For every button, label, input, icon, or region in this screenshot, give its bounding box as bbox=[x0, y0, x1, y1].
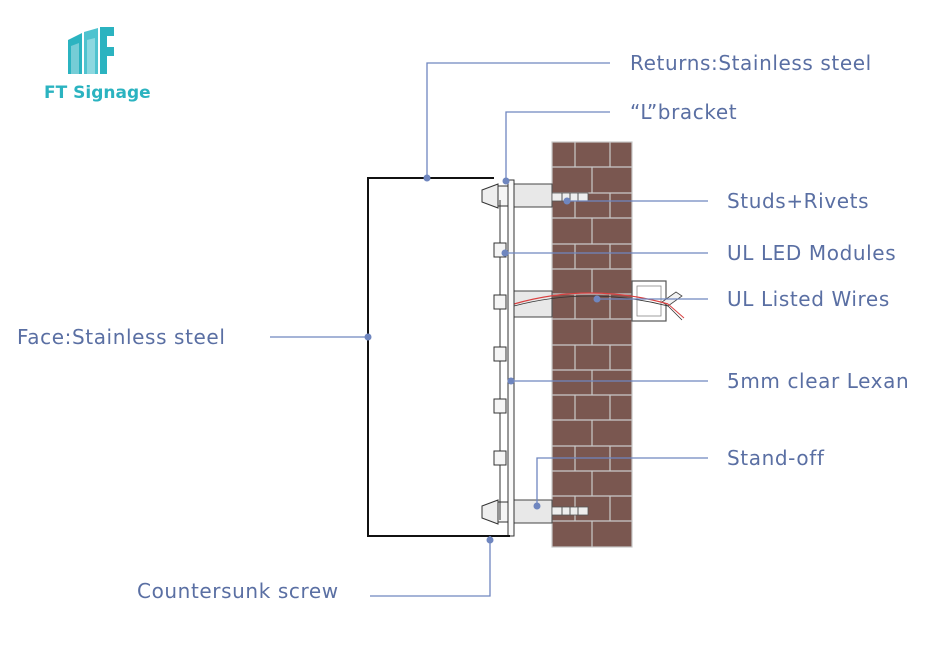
led-modules bbox=[493, 242, 507, 466]
brick-wall bbox=[551, 141, 633, 548]
label-face: Face:Stainless steel bbox=[17, 325, 225, 349]
brand-logo: FT Signage bbox=[44, 27, 151, 103]
sign-face bbox=[367, 177, 510, 537]
label-returns: Returns:Stainless steel bbox=[630, 51, 872, 75]
brand-name: FT Signage bbox=[44, 83, 151, 103]
leader-standoff bbox=[536, 457, 708, 506]
leader-returns bbox=[426, 62, 610, 178]
leader-countersunk bbox=[370, 536, 491, 597]
label-standoff: Stand-off bbox=[727, 446, 825, 470]
label-countersunk: Countersunk screw bbox=[137, 579, 339, 603]
label-led-modules: UL LED Modules bbox=[727, 241, 896, 265]
label-lexan: 5mm clear Lexan bbox=[727, 369, 909, 393]
leader-l-bracket bbox=[505, 111, 610, 181]
ft-monogram-icon bbox=[68, 27, 114, 74]
junction-box bbox=[631, 280, 683, 322]
label-l-bracket: “L”bracket bbox=[630, 100, 737, 124]
label-studs-rivets: Studs+Rivets bbox=[727, 189, 869, 213]
leader-lines bbox=[270, 62, 708, 597]
label-listed-wires: UL Listed Wires bbox=[727, 287, 890, 311]
